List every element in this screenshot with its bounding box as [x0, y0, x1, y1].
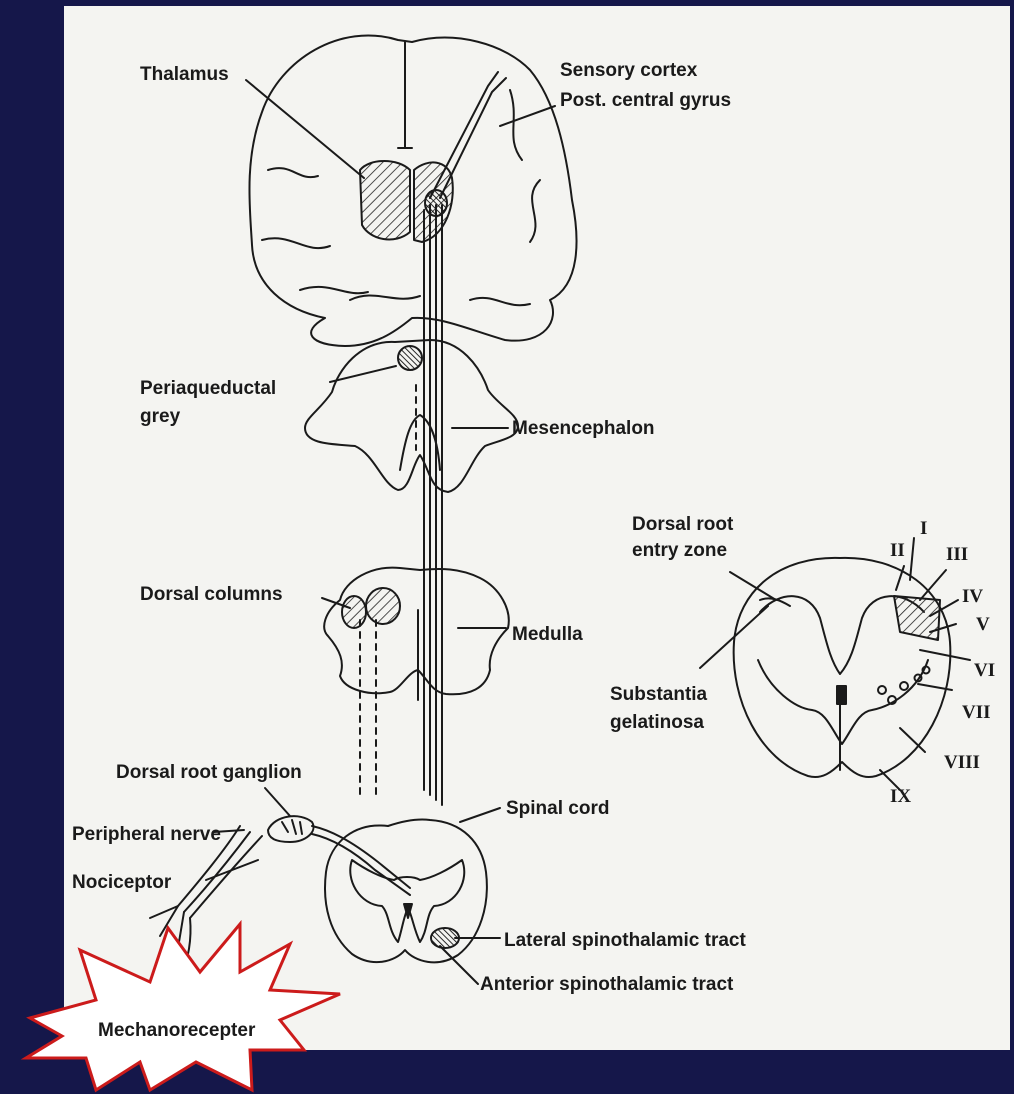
lamina-label-V: V — [976, 614, 990, 635]
label-spinal-cord: Spinal cord — [506, 798, 609, 819]
diagram-labels: Thalamus Sensory cortex Post. central gy… — [72, 60, 995, 995]
brain-sulcus — [530, 180, 540, 242]
lamina-label-IX: IX — [890, 786, 911, 807]
label-periaqueductal-grey: grey — [140, 406, 181, 427]
label-peripheral-nerve: Peripheral nerve — [72, 824, 221, 845]
medulla-outline — [324, 568, 509, 695]
lamina-label-I: I — [920, 518, 927, 539]
brain-sulcus — [510, 90, 522, 160]
label-post-central-gyrus: Post. central gyrus — [560, 90, 731, 111]
brain-sulcus — [300, 287, 368, 293]
brain-sulcus — [268, 168, 318, 177]
brain-sulcus — [350, 296, 420, 300]
label-dorsal-root: Dorsal root — [632, 514, 734, 535]
label-entry-zone: entry zone — [632, 540, 727, 561]
label-mechanoreceptor: Mechanorecepter — [98, 1020, 256, 1041]
periaqueductal-grey-spot — [398, 346, 422, 370]
label-medulla: Medulla — [512, 624, 583, 645]
medulla-nucleus — [366, 588, 400, 624]
medulla-nucleus — [342, 596, 366, 628]
label-substantia: Substantia — [610, 684, 708, 705]
label-dorsal-columns: Dorsal columns — [140, 584, 283, 605]
brain-sulcus — [470, 298, 530, 305]
label-anterior-spinothalamic-tract: Anterior spinothalamic tract — [480, 974, 734, 995]
label-gelatinosa: gelatinosa — [610, 712, 704, 733]
dorsal-root-ganglion — [268, 816, 313, 842]
label-nociceptor: Nociceptor — [72, 872, 172, 893]
starburst-callout — [26, 924, 340, 1090]
lamina-hatch-region — [894, 596, 940, 640]
label-periaqueductal: Periaqueductal — [140, 378, 276, 399]
lamina-label-VIII: VIII — [944, 752, 980, 773]
label-mesencephalon: Mesencephalon — [512, 418, 655, 439]
central-canal — [837, 686, 846, 704]
thalamus-shape — [360, 161, 410, 239]
lamina-label-III: III — [946, 544, 968, 565]
brain-sulcus — [262, 238, 330, 248]
label-dorsal-root-ganglion: Dorsal root ganglion — [116, 762, 302, 783]
label-sensory-cortex: Sensory cortex — [560, 60, 698, 81]
label-lateral-spinothalamic-tract: Lateral spinothalamic tract — [504, 930, 746, 951]
label-thalamus: Thalamus — [140, 64, 229, 85]
lamina-label-IV: IV — [962, 586, 983, 607]
brain-outline — [249, 35, 576, 346]
lamina-label-VI: VI — [974, 660, 995, 681]
lamina-label-II: II — [890, 540, 905, 561]
lamina-label-VII: VII — [962, 702, 991, 723]
